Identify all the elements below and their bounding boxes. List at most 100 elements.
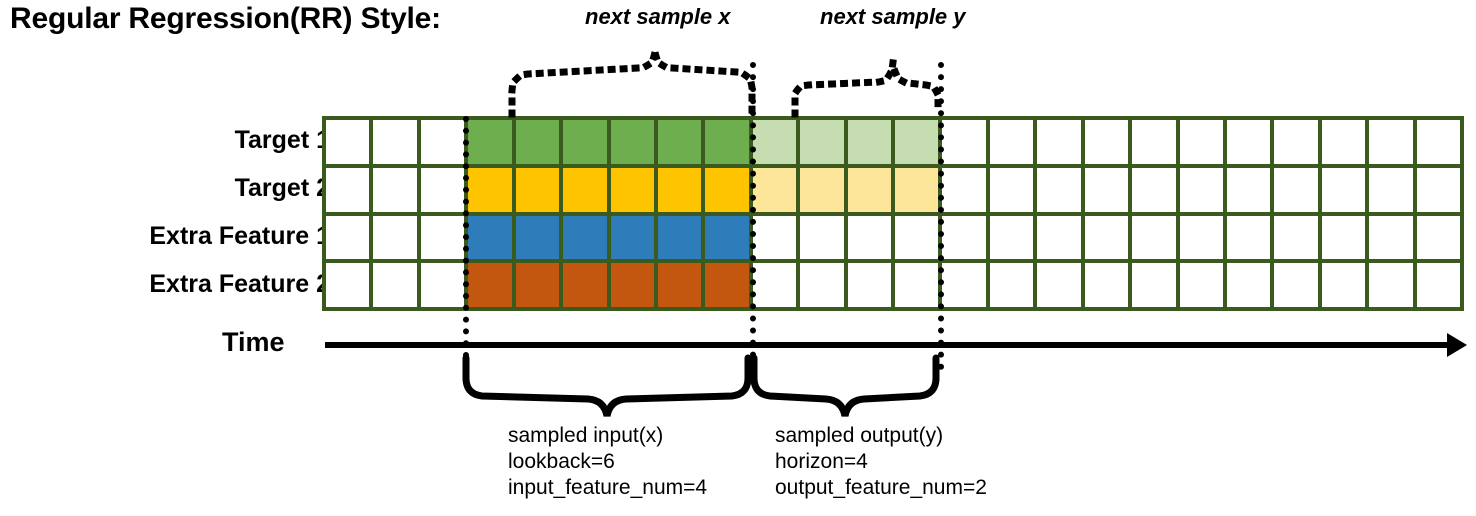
grid-cell <box>657 263 702 307</box>
grid-cell <box>1084 215 1129 260</box>
grid-cell <box>752 167 797 212</box>
grid-cell <box>468 215 512 260</box>
grid-cell <box>1416 263 1460 307</box>
caption-sampled-input-line3: input_feature_num=4 <box>508 476 708 499</box>
grid-cell <box>326 120 370 164</box>
grid-cell <box>895 167 939 212</box>
row-label-target-2: Target 2 <box>234 174 330 202</box>
grid-cell <box>989 263 1034 307</box>
grid-cell <box>1274 167 1318 212</box>
grid-cell <box>1274 215 1318 260</box>
grid-cell <box>373 120 417 164</box>
brace-sampled-output <box>750 354 940 417</box>
grid-cell <box>800 263 844 307</box>
grid-cell <box>705 167 749 212</box>
caption-sampled-input-line2: lookback=6 <box>508 450 615 473</box>
grid-cell <box>1369 215 1413 260</box>
grid-cell <box>1321 120 1366 164</box>
grid-cell <box>1369 263 1413 307</box>
grid-cell <box>942 215 986 260</box>
grid-cell <box>1369 120 1413 164</box>
grid-cell <box>1037 215 1081 260</box>
guide-line-output-end <box>938 62 944 370</box>
grid-cell <box>515 263 560 307</box>
caption-next-sample-y: next sample y <box>820 4 966 29</box>
grid-cell <box>989 120 1034 164</box>
brace-next-sample-y <box>791 61 942 118</box>
guide-line-input-start <box>463 116 469 370</box>
grid-cell <box>1179 120 1223 164</box>
grid-cell <box>420 120 465 164</box>
grid-cell <box>1226 215 1271 260</box>
grid-cell <box>610 167 654 212</box>
grid-cell <box>1274 263 1318 307</box>
grid-cell <box>800 215 844 260</box>
grid-cell <box>563 167 607 212</box>
grid-cell <box>563 120 607 164</box>
grid-cell <box>373 167 417 212</box>
grid-cell <box>847 167 891 212</box>
grid-cell <box>800 120 844 164</box>
caption-sampled-output-line1: sampled output(y) <box>775 424 944 447</box>
caption-sampled-input-line1: sampled input(x) <box>508 424 664 447</box>
grid-cell <box>942 263 986 307</box>
grid-cell <box>1179 263 1223 307</box>
grid-cell <box>515 215 560 260</box>
grid-cell <box>1037 167 1081 212</box>
grid-cell <box>1084 120 1129 164</box>
grid-cell <box>942 120 986 164</box>
grid-cell <box>705 263 749 307</box>
grid-cell <box>705 120 749 164</box>
time-axis-label: Time <box>222 327 285 357</box>
caption-sampled-input: sampled input(x) lookback=6 input_featur… <box>508 423 707 501</box>
grid-cell <box>610 120 654 164</box>
row-label-extra-feature-2: Extra Feature 2 <box>149 270 330 298</box>
grid-cell <box>610 263 654 307</box>
grid-cell <box>847 215 891 260</box>
grid-cell <box>895 215 939 260</box>
grid-cell <box>468 263 512 307</box>
grid-cell <box>373 263 417 307</box>
grid-cell <box>752 120 797 164</box>
row-label-extra-feature-1: Extra Feature 1 <box>149 222 330 250</box>
grid-cell <box>563 215 607 260</box>
brace-sampled-input <box>462 354 752 417</box>
grid-cell <box>989 167 1034 212</box>
grid-cell <box>326 215 370 260</box>
grid-cell <box>1416 120 1460 164</box>
grid-cell <box>1084 167 1129 212</box>
caption-sampled-output-line2: horizon=4 <box>775 450 868 473</box>
grid-cell <box>1226 120 1271 164</box>
grid-cell <box>1132 215 1176 260</box>
grid-cell <box>1179 215 1223 260</box>
grid-cell <box>705 215 749 260</box>
time-axis-arrow-icon <box>1447 333 1467 357</box>
grid-cell <box>752 215 797 260</box>
grid-cell <box>1369 167 1413 212</box>
grid-cell <box>800 167 844 212</box>
grid-cell <box>1179 167 1223 212</box>
grid-cell <box>1037 120 1081 164</box>
grid-cell <box>1226 167 1271 212</box>
grid-cell <box>752 263 797 307</box>
brace-next-sample-x <box>508 49 756 118</box>
caption-sampled-output-line3: output_feature_num=2 <box>775 476 987 499</box>
grid-cell <box>657 215 702 260</box>
grid-cell <box>895 263 939 307</box>
grid-cell <box>942 167 986 212</box>
grid-cell <box>373 215 417 260</box>
grid-cell <box>1037 263 1081 307</box>
guide-line-input-end <box>750 62 756 370</box>
grid-cell <box>1132 263 1176 307</box>
grid-cell <box>657 167 702 212</box>
time-axis-line <box>325 342 1455 348</box>
grid-cell <box>563 263 607 307</box>
grid-cell <box>1084 263 1129 307</box>
grid-cell <box>1416 215 1460 260</box>
grid-cell <box>1321 167 1366 212</box>
grid-cell <box>895 120 939 164</box>
grid-cell <box>1132 120 1176 164</box>
grid-cell <box>657 120 702 164</box>
grid-cell <box>420 167 465 212</box>
page-title: Regular Regression(RR) Style: <box>10 2 441 35</box>
